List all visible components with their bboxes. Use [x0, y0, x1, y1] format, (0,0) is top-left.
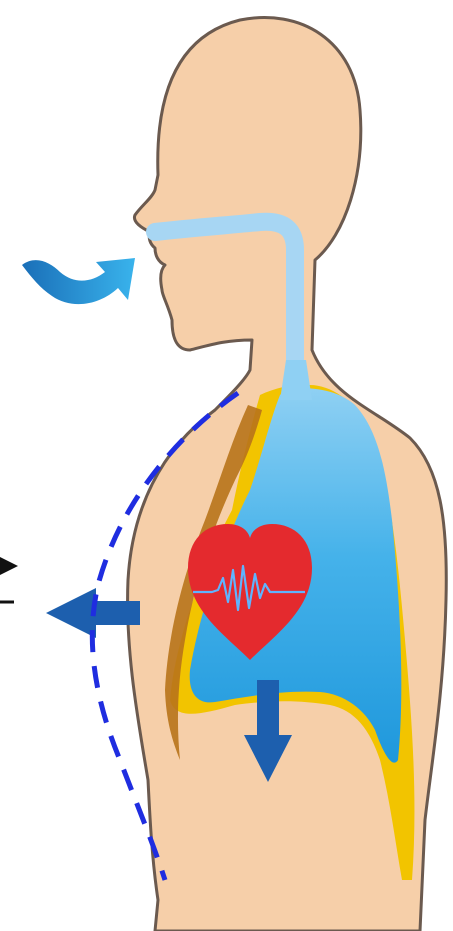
curved-arrow-icon [22, 258, 135, 304]
pointer-arrow-icon [0, 557, 18, 575]
